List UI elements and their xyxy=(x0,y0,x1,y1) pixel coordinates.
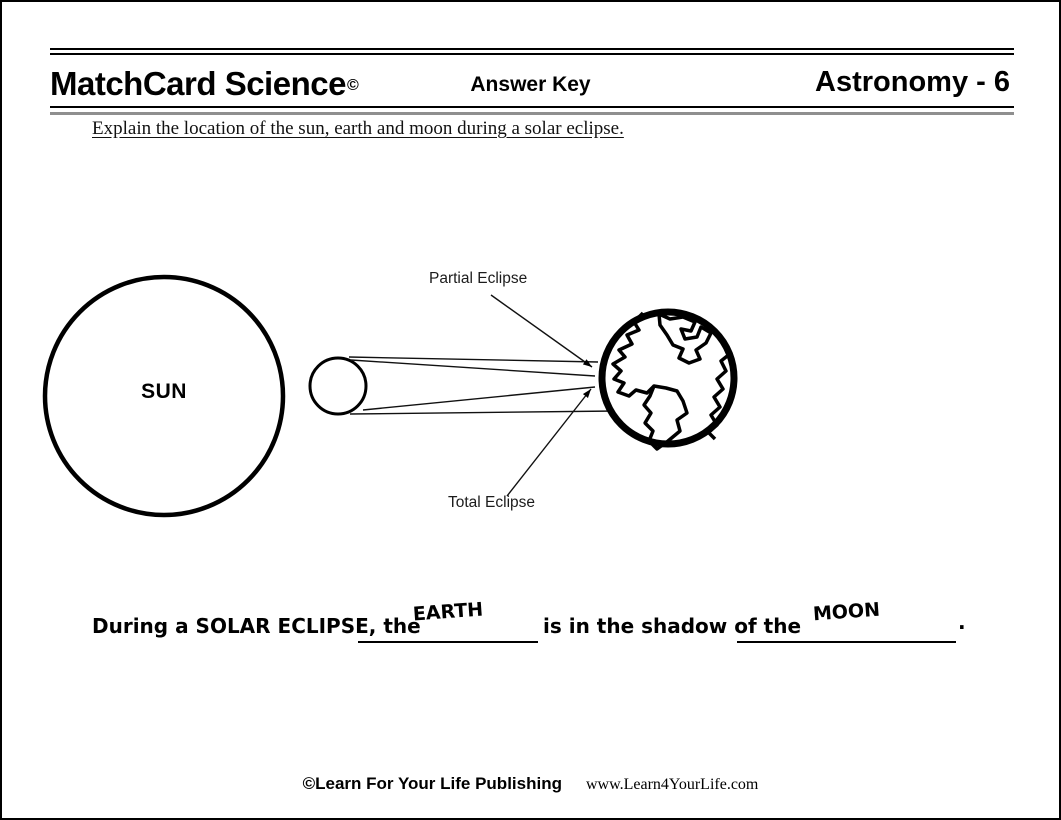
brand-text: MatchCard Science xyxy=(50,65,346,102)
footer: ©Learn For Your Life Publishing www.Lear… xyxy=(2,774,1059,794)
answer-blank-1: EARTH xyxy=(358,599,538,643)
partial-eclipse-arrow xyxy=(490,294,593,368)
partial-eclipse-label: Partial Eclipse xyxy=(429,270,528,287)
sun-label: SUN xyxy=(141,380,187,403)
instruction-text: Explain the location of the sun, earth a… xyxy=(92,118,624,139)
sentence-middle: is in the shadow of the xyxy=(543,614,802,638)
umbra-line-bottom xyxy=(362,386,596,411)
page-title: Answer Key xyxy=(470,73,591,96)
umbra-line-top xyxy=(350,359,596,377)
total-eclipse-arrow xyxy=(506,388,592,497)
brand-title: MatchCard Science© xyxy=(50,65,359,103)
sentence-period: . xyxy=(958,610,966,634)
earth-continent-east-edge xyxy=(706,351,733,441)
moon-circle xyxy=(308,356,368,416)
earth-globe xyxy=(598,308,738,451)
sun-circle xyxy=(42,274,286,518)
answer-blank-2: MOON xyxy=(737,599,956,643)
answer-earth: EARTH xyxy=(412,598,484,626)
earth-continent-north-america xyxy=(611,311,656,398)
answer-moon: MOON xyxy=(812,598,881,626)
earth-circle xyxy=(598,308,738,448)
penumbra-line-bottom xyxy=(349,410,617,415)
header-rule-top-thin xyxy=(50,48,1014,50)
earth-continent-north-east xyxy=(657,312,713,365)
earth-continent-south-america xyxy=(642,384,689,451)
copyright-symbol: © xyxy=(346,77,359,94)
header-rule-bottom-black xyxy=(50,106,1014,108)
website-url: www.Learn4YourLife.com xyxy=(585,776,759,793)
publisher-credit: ©Learn For Your Life Publishing xyxy=(302,774,562,793)
penumbra-line-top xyxy=(348,356,599,363)
header-rule-top-thick xyxy=(50,53,1014,55)
header-rule-bottom-gray xyxy=(50,112,1014,115)
sentence-prefix: During a SOLAR ECLIPSE, the xyxy=(92,614,421,638)
unit-title: Astronomy - 6 xyxy=(815,66,1010,98)
total-eclipse-label: Total Eclipse xyxy=(448,494,536,511)
